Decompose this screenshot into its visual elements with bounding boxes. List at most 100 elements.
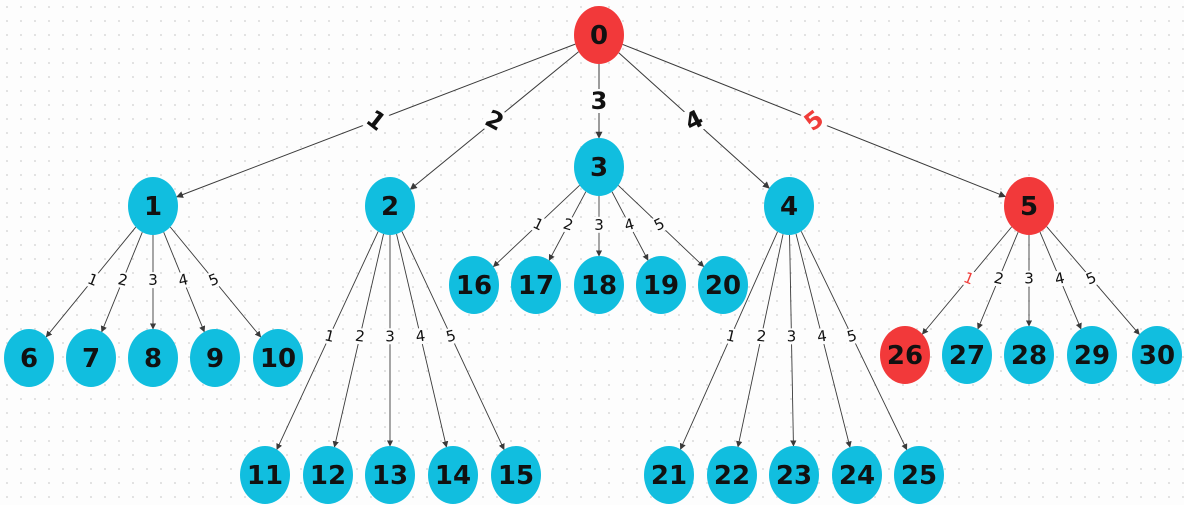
edge-label-background [1081, 268, 1101, 289]
node-label: 7 [82, 344, 100, 374]
edge-4-23: 3 [784, 234, 799, 447]
node-27: 27 [942, 326, 992, 384]
node-circle [574, 138, 624, 196]
edge-label: 3 [787, 327, 797, 345]
node-0: 0 [574, 6, 624, 64]
edge-label: 3 [385, 327, 395, 345]
edge-2-14: 4 [396, 233, 449, 448]
edge-1-9: 4 [163, 232, 206, 333]
edge-4-21: 1 [679, 231, 778, 450]
node-circle [574, 6, 624, 64]
node-circle [698, 256, 748, 314]
edge-label-background [990, 269, 1008, 288]
node-circle [66, 329, 116, 387]
node-circle [303, 446, 353, 504]
node-label: 20 [705, 271, 741, 301]
edge-label: 4 [622, 215, 636, 235]
edge-1-8: 3 [146, 235, 160, 330]
node-9: 9 [190, 329, 240, 387]
node-circle [253, 329, 303, 387]
edge-label-background [479, 104, 510, 137]
edge-label: 5 [845, 326, 859, 346]
node-circle [1067, 326, 1117, 384]
edge-label: 4 [1053, 269, 1066, 289]
node-29: 29 [1067, 326, 1117, 384]
edge-label-background [174, 270, 192, 290]
node-circle [128, 329, 178, 387]
edge-label-background [412, 327, 429, 346]
node-circle [491, 446, 541, 504]
edge-5-29: 4 [1039, 231, 1082, 330]
edge-label-background [753, 327, 770, 345]
node-18: 18 [574, 256, 624, 314]
edge-label-background [83, 269, 103, 290]
node-28: 28 [1004, 326, 1054, 384]
edge-label-background [1051, 269, 1069, 288]
node-label: 24 [839, 461, 875, 491]
edge-label-background [320, 326, 339, 346]
edge-2-15: 5 [401, 231, 505, 451]
node-label: 28 [1011, 341, 1047, 371]
edge-label: 3 [1024, 270, 1034, 288]
edge-label: 3 [591, 87, 608, 115]
node-label: 5 [1020, 192, 1038, 222]
node-circle [832, 446, 882, 504]
node-15: 15 [491, 446, 541, 504]
edge-label: 4 [177, 270, 190, 290]
node-circle [240, 446, 290, 504]
node-5: 5 [1004, 177, 1054, 235]
edge-label-background [784, 328, 799, 345]
edge-3-17: 2 [548, 191, 587, 261]
edge-label-background [146, 272, 160, 289]
edge-label: 1 [724, 326, 737, 346]
node-circle [1132, 326, 1182, 384]
node-label: 3 [590, 153, 608, 183]
edge-label: 2 [992, 269, 1005, 289]
node-label: 1 [144, 192, 162, 222]
node-label: 0 [590, 21, 608, 51]
edge-label: 4 [415, 327, 427, 346]
node-circle [128, 177, 178, 235]
node-30: 30 [1132, 326, 1182, 384]
node-label: 18 [581, 271, 617, 301]
node-circle [707, 446, 757, 504]
node-label: 17 [518, 271, 554, 301]
node-label: 13 [372, 461, 408, 491]
edge-label-background [559, 215, 578, 235]
node-label: 22 [714, 461, 750, 491]
edge-5-28: 3 [1022, 235, 1036, 327]
edge-label-background [649, 214, 670, 235]
node-label: 19 [643, 271, 679, 301]
node-circle [365, 446, 415, 504]
node-circle [365, 177, 415, 235]
node-circle [894, 446, 944, 504]
edge-label-background [843, 326, 861, 346]
node-circle [769, 446, 819, 504]
edge-label-background [204, 269, 224, 290]
edge-4-24: 4 [795, 233, 852, 448]
node-label: 27 [949, 341, 985, 371]
edge-label: 2 [561, 215, 575, 235]
node-label: 12 [310, 461, 346, 491]
node-13: 13 [365, 446, 415, 504]
node-label: 2 [381, 192, 399, 222]
node-circle [574, 256, 624, 314]
node-circle [190, 329, 240, 387]
edge-label: 5 [444, 326, 458, 346]
node-23: 23 [769, 446, 819, 504]
node-label: 14 [435, 461, 471, 491]
edge-label-background [588, 89, 610, 113]
node-3: 3 [574, 138, 624, 196]
node-circle [644, 446, 694, 504]
node-label: 10 [260, 344, 296, 374]
node-label: 21 [651, 461, 687, 491]
edge-label-background [620, 215, 639, 235]
edge-label: 2 [756, 327, 768, 346]
edge-2-13: 3 [383, 235, 397, 447]
node-20: 20 [698, 256, 748, 314]
edge-label-background [359, 104, 393, 137]
node-10: 10 [253, 329, 303, 387]
edge-label-background [114, 270, 132, 290]
edge-1-6: 1 [45, 226, 137, 338]
